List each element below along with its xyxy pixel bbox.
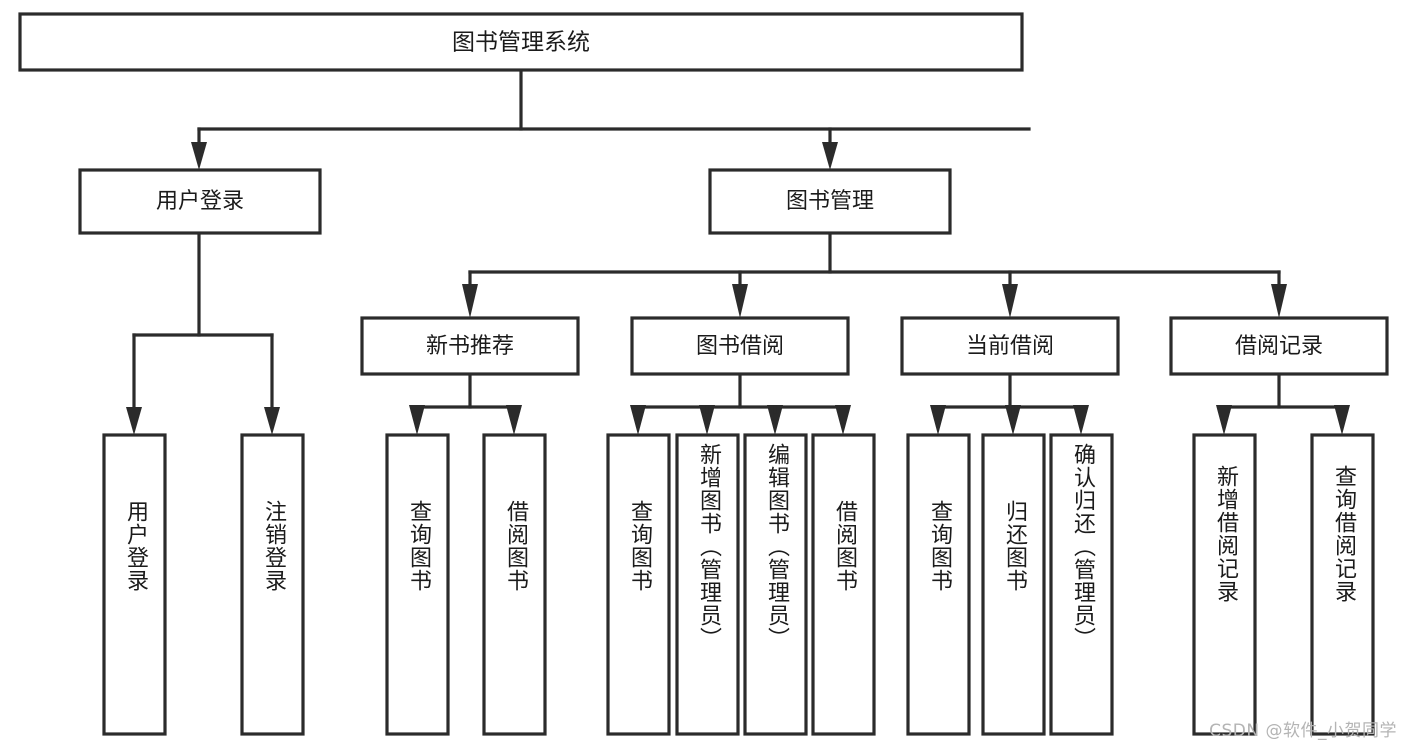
leaf-box-user-login[interactable] bbox=[102, 433, 167, 736]
node-current-borrow-label: 当前借阅 bbox=[966, 334, 1054, 359]
node-current-borrow[interactable] bbox=[900, 316, 1120, 376]
node-book-management[interactable] bbox=[708, 168, 952, 235]
node-new-book-recommend[interactable] bbox=[360, 316, 580, 376]
node-user-login-label: 用户登录 bbox=[156, 189, 244, 214]
leaf-box-recommend-borrow-book[interactable] bbox=[482, 433, 547, 736]
connector-userlogin-to-leaves bbox=[126, 231, 280, 435]
leaf-box-borrow-borrow-book[interactable] bbox=[811, 433, 876, 736]
leaf-box-current-query-book[interactable] bbox=[906, 433, 971, 736]
leaf-box-current-return-book[interactable] bbox=[981, 433, 1046, 736]
connector-bookmgmt-to-level3 bbox=[462, 231, 1287, 318]
leaf-box-borrow-add-book[interactable] bbox=[675, 433, 740, 736]
node-book-borrow[interactable] bbox=[630, 316, 850, 376]
connector-current-to-leaves bbox=[930, 372, 1089, 435]
node-borrow-record[interactable] bbox=[1169, 316, 1389, 376]
leaf-box-current-confirm-return[interactable] bbox=[1049, 433, 1114, 736]
leaf-box-borrow-edit-book[interactable] bbox=[743, 433, 808, 736]
node-root-label: 图书管理系统 bbox=[452, 30, 590, 56]
node-borrow-record-label: 借阅记录 bbox=[1235, 334, 1323, 359]
connector-root-to-level2 bbox=[191, 68, 1031, 170]
leaf-box-borrow-query-book[interactable] bbox=[606, 433, 671, 736]
connector-borrow-to-leaves bbox=[630, 372, 851, 435]
csdn-watermark: CSDN @软件_小贺同学 bbox=[1209, 721, 1397, 741]
leaf-box-recommend-query-book[interactable] bbox=[385, 433, 450, 736]
leaf-box-record-query[interactable] bbox=[1310, 433, 1375, 736]
node-user-login[interactable] bbox=[78, 168, 322, 235]
node-book-borrow-label: 图书借阅 bbox=[696, 334, 784, 359]
node-new-book-recommend-label: 新书推荐 bbox=[426, 334, 514, 359]
node-book-management-label: 图书管理 bbox=[786, 189, 874, 214]
connector-recommend-to-leaves bbox=[409, 372, 522, 435]
leaf-box-record-add[interactable] bbox=[1192, 433, 1257, 736]
node-root[interactable] bbox=[18, 12, 1024, 72]
connector-record-to-leaves bbox=[1216, 372, 1350, 435]
leaf-box-logout[interactable] bbox=[240, 433, 305, 736]
